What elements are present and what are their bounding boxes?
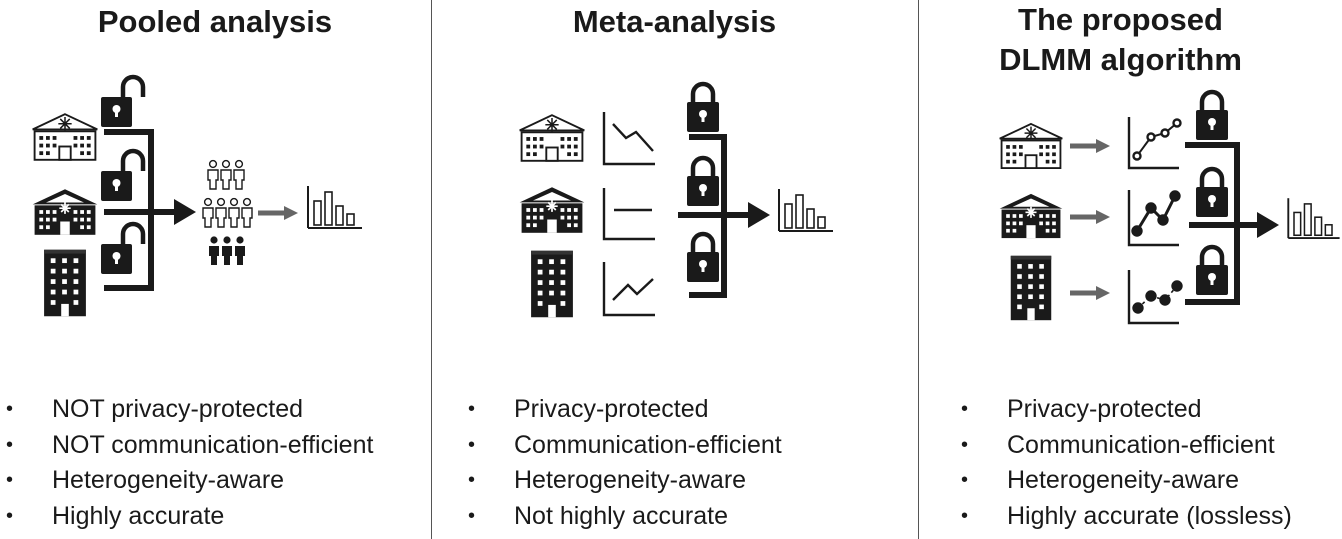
property-list: NOT privacy-protected NOT communication-…: [6, 392, 373, 534]
panel-dlmm-algorithm: The proposed DLMM algorithm: [919, 0, 1342, 539]
list-item: NOT privacy-protected: [6, 392, 373, 428]
panel-title: Pooled analysis: [0, 2, 430, 42]
unlocked-padlock-icon: [101, 77, 143, 127]
line-plot-icon: [1127, 117, 1182, 170]
line-plot-icon: [1127, 190, 1181, 247]
merge-arrow-head: [1257, 212, 1279, 238]
locked-padlock-icon: [1196, 169, 1228, 217]
panel-title-line: Meta-analysis: [572, 4, 777, 39]
pooled-analysis-diagram: [31, 0, 363, 317]
list-item: Communication-efficient: [468, 428, 782, 464]
property-list: Privacy-protected Communication-efficien…: [961, 392, 1292, 534]
locked-padlock-icon: [1196, 92, 1228, 140]
list-item: Heterogeneity-aware: [961, 463, 1292, 499]
arrow-icon: [1070, 286, 1110, 300]
list-item: Communication-efficient: [961, 428, 1292, 464]
hospital-outline-icon: [998, 122, 1064, 170]
list-item: NOT communication-efficient: [6, 428, 373, 464]
hospital-solid-icon: [998, 193, 1064, 239]
unlocked-padlock-icon: [101, 151, 143, 201]
locked-padlock-icon: [687, 158, 719, 206]
list-item: Highly accurate (lossless): [961, 499, 1292, 535]
list-item: Not highly accurate: [468, 499, 782, 535]
hospital-outline-icon: [31, 113, 99, 161]
merge-arrow-head: [174, 199, 196, 225]
property-list: Privacy-protected Communication-efficien…: [468, 392, 782, 534]
scatter-plot-icon: [1127, 270, 1183, 325]
hospital-solid-icon: [518, 186, 586, 234]
panel-title: Meta-analysis: [432, 2, 917, 42]
office-building-icon: [531, 250, 573, 318]
decreasing-trend-plot: [602, 112, 655, 166]
panel-meta-analysis: Meta-analysis Privacy-protected Communic…: [432, 0, 917, 539]
panel-pooled-analysis: Pooled analysis NOT privacy-protected NO…: [0, 0, 430, 539]
office-building-icon: [44, 249, 86, 317]
panel-title-line: DLMM algorithm: [999, 42, 1242, 77]
bar-chart-icon: [778, 188, 834, 232]
office-building-icon: [1010, 255, 1052, 321]
panel-title-line: Pooled analysis: [97, 4, 333, 39]
dlmm-diagram: [998, 0, 1341, 325]
panel-divider: [918, 0, 919, 539]
hospital-outline-icon: [518, 114, 586, 162]
locked-padlock-icon: [1196, 247, 1228, 295]
meta-analysis-diagram: [518, 0, 834, 318]
list-item: Highly accurate: [6, 499, 373, 535]
list-item: Heterogeneity-aware: [6, 463, 373, 499]
unlocked-padlock-icon: [101, 224, 143, 274]
patient-group-icon: [202, 159, 253, 265]
flat-trend-plot: [602, 188, 655, 241]
arrow-icon: [258, 206, 298, 220]
list-item: Privacy-protected: [961, 392, 1292, 428]
arrow-icon: [1070, 139, 1110, 153]
list-item: Heterogeneity-aware: [468, 463, 782, 499]
arrow-icon: [1070, 210, 1110, 224]
panel-title: The proposed DLMM algorithm: [899, 0, 1342, 80]
merge-arrow-head: [748, 202, 770, 228]
hospital-solid-icon: [31, 188, 99, 236]
locked-padlock-icon: [687, 234, 719, 282]
bar-chart-icon: [1287, 197, 1341, 240]
locked-padlock-icon: [687, 84, 719, 132]
bar-chart-icon: [307, 185, 363, 229]
increasing-trend-plot: [602, 262, 655, 317]
panel-title-line: The proposed: [1018, 2, 1223, 37]
panel-divider: [431, 0, 432, 539]
list-item: Privacy-protected: [468, 392, 782, 428]
